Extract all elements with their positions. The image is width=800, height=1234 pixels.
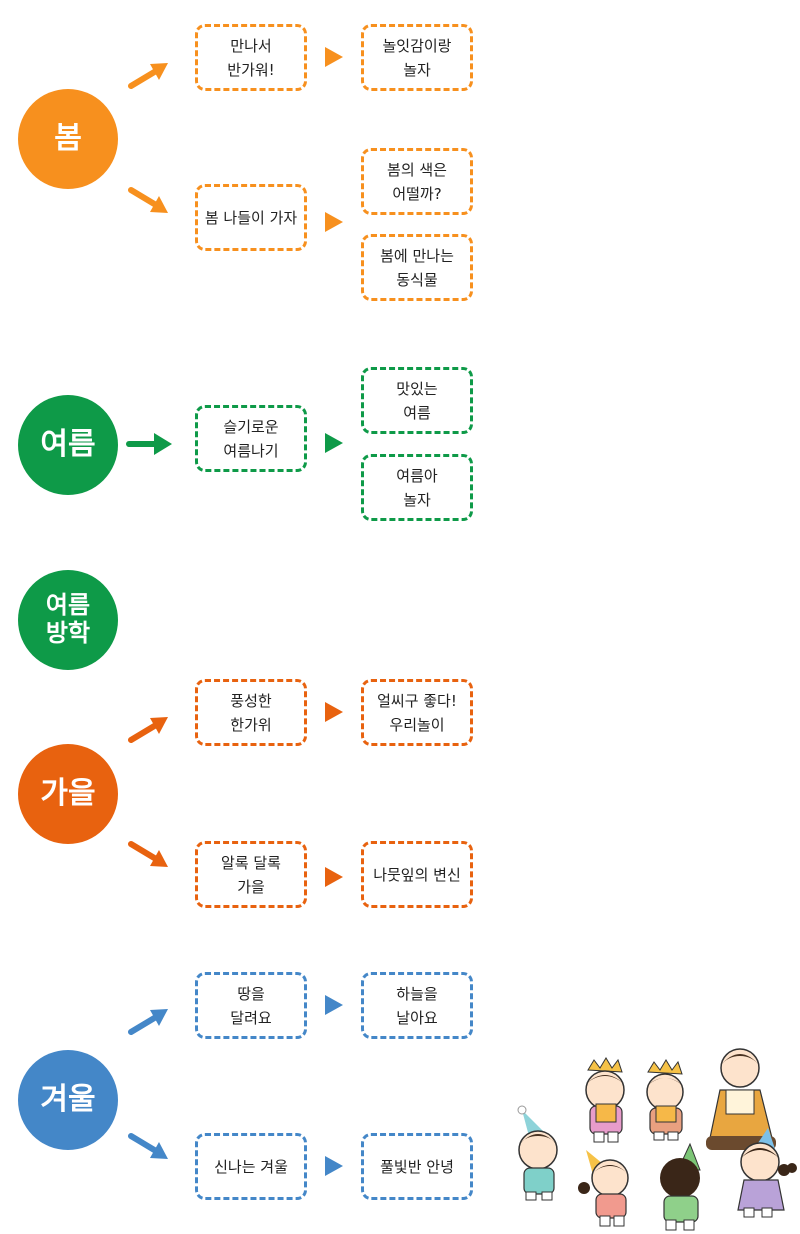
season-label-winter: 겨울 <box>40 1081 96 1117</box>
topic-label: 만나서 반가워! <box>227 36 275 79</box>
kid-figure <box>585 1057 625 1143</box>
subtopic-label: 봄에 만나는 동식물 <box>380 246 454 289</box>
play-triangle-icon <box>325 433 343 453</box>
play-triangle-icon <box>325 867 343 887</box>
subtopic-label: 하늘을 날아요 <box>396 984 438 1027</box>
arrow-right-icon <box>126 433 172 455</box>
topic-box: 알록 달록 가을 <box>195 841 307 908</box>
season-label-summer: 여름 <box>40 426 96 462</box>
subtopic-box: 풀빛반 안녕 <box>361 1133 473 1200</box>
subtopic-box: 얼씨구 좋다! 우리놀이 <box>361 679 473 746</box>
topic-box: 땅을 달려요 <box>195 972 307 1039</box>
subtopic-box: 봄의 색은 어떨까? <box>361 148 473 215</box>
play-triangle-icon <box>325 702 343 722</box>
kid-figure <box>578 1150 629 1227</box>
subtopic-box: 나뭇잎의 변신 <box>361 841 473 908</box>
season-circle-summer: 여름 <box>18 395 118 495</box>
children-party-illustration <box>517 1048 797 1231</box>
topic-box: 봄 나들이 가자 <box>195 184 307 251</box>
arrow-up-right-icon <box>128 63 168 89</box>
subtopic-box: 여름아 놀자 <box>361 454 473 521</box>
play-triangle-icon <box>325 47 343 67</box>
topic-box: 신나는 겨울 <box>195 1133 307 1200</box>
topic-box: 슬기로운 여름나기 <box>195 405 307 472</box>
arrow-up-right-icon <box>128 717 168 743</box>
play-triangle-icon <box>325 1156 343 1176</box>
season-label-spring: 봄 <box>54 120 82 156</box>
subtopic-label: 풀빛반 안녕 <box>380 1157 454 1176</box>
topic-box: 만나서 반가워! <box>195 24 307 91</box>
season-circle-vacation: 여름 방학 <box>18 570 118 670</box>
subtopic-label: 여름아 놀자 <box>396 466 438 509</box>
subtopic-label: 놀잇감이랑 놀자 <box>382 36 452 79</box>
arrow-down-right-icon <box>128 1133 168 1159</box>
topic-label: 봄 나들이 가자 <box>204 208 298 227</box>
play-triangle-icon <box>325 995 343 1015</box>
kid-figure <box>737 1128 797 1218</box>
subtopic-box: 놀잇감이랑 놀자 <box>361 24 473 91</box>
topic-box: 풍성한 한가위 <box>195 679 307 746</box>
play-triangle-icon <box>325 212 343 232</box>
subtopic-box: 봄에 만나는 동식물 <box>361 234 473 301</box>
kid-figure <box>517 1105 558 1201</box>
arrow-down-right-icon <box>128 187 168 213</box>
season-circle-autumn: 가을 <box>18 744 118 844</box>
kid-figure <box>646 1059 684 1141</box>
arrow-down-right-icon <box>128 841 168 867</box>
topic-label: 알록 달록 가을 <box>221 853 281 896</box>
arrow-up-right-icon <box>128 1009 168 1035</box>
subtopic-box: 맛있는 여름 <box>361 367 473 434</box>
season-circle-spring: 봄 <box>18 89 118 189</box>
topic-label: 풍성한 한가위 <box>230 691 272 734</box>
subtopic-label: 맛있는 여름 <box>396 379 438 422</box>
subtopic-label: 얼씨구 좋다! 우리놀이 <box>377 691 457 734</box>
subtopic-label: 나뭇잎의 변신 <box>373 865 461 884</box>
subtopic-box: 하늘을 날아요 <box>361 972 473 1039</box>
season-label-autumn: 가을 <box>40 775 96 811</box>
topic-label: 슬기로운 여름나기 <box>223 417 279 460</box>
season-circle-winter: 겨울 <box>18 1050 118 1150</box>
kid-figure <box>660 1142 701 1231</box>
topic-label: 신나는 겨울 <box>214 1157 288 1176</box>
subtopic-label: 봄의 색은 어떨까? <box>387 160 447 203</box>
season-label-vacation: 여름 방학 <box>45 591 91 647</box>
topic-label: 땅을 달려요 <box>230 984 272 1027</box>
